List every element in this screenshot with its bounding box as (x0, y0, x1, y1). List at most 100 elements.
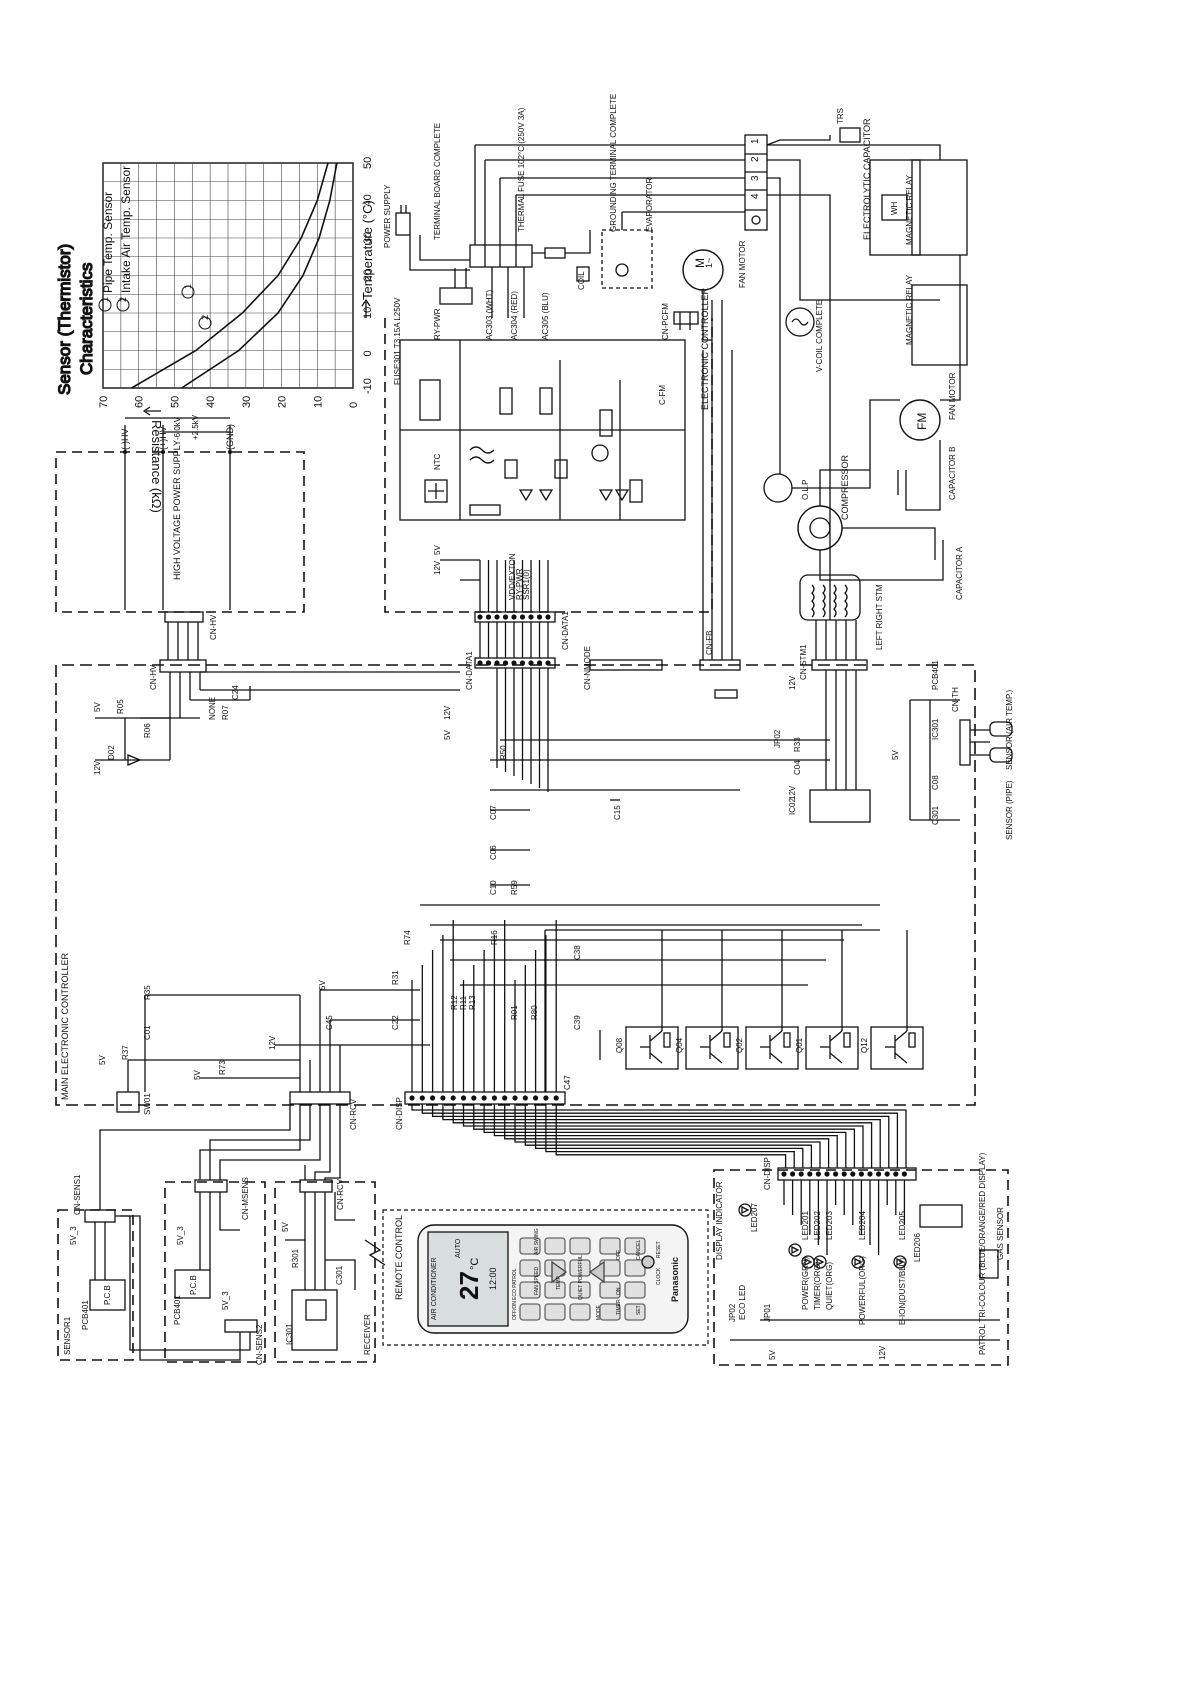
cn-fb (699, 659, 741, 671)
cn-sens2-label: CN-SENS2 (255, 1324, 264, 1365)
motor-m: M (693, 258, 707, 268)
display-indicator-block: DISPLAY INDICATOR CN-DISP ECO LED JP01 J… (713, 1152, 1009, 1366)
chart-title-line1: Sensor (Thermistor) (55, 244, 74, 395)
pin (485, 614, 492, 620)
olp-label: O.L.P (801, 480, 810, 500)
remote-button[interactable] (599, 1237, 621, 1255)
pin (485, 660, 492, 666)
remote-button[interactable] (624, 1259, 646, 1277)
magnetic-relay-2-label: MAGNETIC RELAY (905, 274, 914, 345)
remote-button[interactable] (519, 1237, 541, 1255)
quiet-org-label: QUIET(ORG) (825, 1262, 834, 1310)
sensor-blocks: SENSOR1 CN-SENS1 PCB401 P.C.B 5V_3 CN-MS… (57, 1104, 341, 1365)
led201-label: LED201 (801, 1211, 810, 1240)
pin (867, 1171, 873, 1177)
r12: R12 (450, 995, 459, 1010)
v-coil (785, 307, 815, 337)
v5-r73: 5V (193, 1070, 202, 1080)
remote-button-label: QUIET POWERFUL (578, 1255, 584, 1300)
chart-x-tick: 30 (362, 232, 374, 244)
capacitor-b (897, 470, 907, 495)
cn-hv-main-label: CN-HV (149, 664, 158, 690)
cn-sens1 (84, 1209, 116, 1223)
v-coil-label: V-COIL COMPLETE (815, 300, 824, 372)
remote-button[interactable] (569, 1237, 591, 1255)
fuse301 (419, 379, 441, 421)
capacitor-a-label: CAPACITOR A (955, 546, 964, 600)
ry-pwr-relay (439, 287, 473, 305)
r16: R16 (490, 930, 499, 945)
remote-button[interactable] (544, 1303, 566, 1321)
thermistor-section: CN-TH SENSOR (AIR TEMP.) SENSOR (PIPE) P… (891, 660, 1014, 840)
display-wire (483, 1104, 847, 1168)
remote-button-label: OFF/ON (512, 1301, 518, 1320)
chart-curves (131, 162, 338, 389)
sensor1-label: SENSOR1 (63, 1316, 72, 1355)
pin (511, 614, 517, 620)
magnetic-relay-1-label: MAGNETIC RELAY (905, 174, 914, 245)
r33: IC301 (931, 718, 940, 740)
remote-button[interactable] (599, 1303, 621, 1321)
cn-data1-section: CN-DATA1 CN-DATA1 VDD/EXTON RY-PWR SSR1(… (433, 350, 830, 801)
pin (471, 1095, 477, 1101)
remote-button[interactable] (544, 1237, 566, 1255)
remote-control-label: REMOTE CONTROL (394, 1215, 404, 1300)
cn-stm1 (811, 659, 868, 671)
chart-x-tick: 10 (362, 307, 374, 319)
powerful-org-label: POWERFUL(ORG) (858, 1256, 867, 1325)
c301-label: C301 (335, 1265, 344, 1285)
c-fm-label: C-FM (658, 385, 667, 405)
v5-receiver: 5V (281, 1222, 290, 1232)
display-wire (493, 1104, 838, 1168)
receiver-label: RECEIVER (363, 1314, 372, 1355)
receiver-block: RECEIVER CN-RCV IC301 R301 C301 5V (274, 1178, 386, 1363)
temp-up-button[interactable] (551, 1260, 568, 1284)
remote-button[interactable] (519, 1259, 541, 1277)
ntc-label: NTC (433, 453, 442, 470)
c15: C15 (613, 805, 622, 820)
compressor (797, 505, 843, 551)
pin (901, 1171, 908, 1177)
remote-button[interactable] (569, 1259, 591, 1277)
remote-button[interactable] (599, 1281, 621, 1299)
trs-label: TRS (836, 108, 845, 124)
transistor-box (870, 1026, 924, 1070)
cn-rcv-receiver (299, 1179, 333, 1193)
display-wire (421, 1104, 899, 1168)
c22: C22 (391, 1015, 400, 1030)
remote-button[interactable] (569, 1303, 591, 1321)
remote-button[interactable] (519, 1281, 541, 1299)
jp02-display-label: JP02 (728, 1303, 737, 1322)
remote-button-label: ECO PATROL (512, 1268, 518, 1300)
legend-pipe: Pipe Temp. Sensor (101, 192, 115, 293)
legend-mark-2-text: 2 (118, 297, 128, 302)
temp-down-button[interactable] (588, 1260, 605, 1284)
magnetic-relay-1 (911, 159, 968, 256)
display-wire (534, 1104, 804, 1168)
hv-power-supply-block: HIGH VOLTAGE POWER SUPPLY (-)HV (+)HV (G… (55, 414, 305, 613)
cn-nmode-label: CN-NMODE (583, 646, 592, 690)
remote-button[interactable] (569, 1281, 591, 1299)
pcb401-label-a: PCB401 (81, 1300, 90, 1330)
capacitor-b-label: CAPACITOR B (948, 447, 957, 501)
pcb-label-a: P.C.B (103, 1285, 112, 1305)
v5-data: 5V (433, 545, 442, 555)
remote-button[interactable] (544, 1281, 566, 1299)
stm-coil (811, 584, 815, 618)
remote-button[interactable] (519, 1303, 541, 1321)
r37: R37 (121, 1045, 130, 1060)
remote-button[interactable] (624, 1303, 646, 1321)
pin (536, 660, 543, 666)
remote-button[interactable] (624, 1281, 646, 1299)
r11: R11 (459, 995, 468, 1010)
transistor-label: Q02 (735, 1037, 744, 1053)
pin (884, 1171, 890, 1177)
jp01-label: JP01 (763, 1303, 772, 1322)
remote-button[interactable] (624, 1237, 646, 1255)
cn-rcv-label-receiver: CN-RCV (336, 1178, 345, 1210)
bridge-rectifier (424, 479, 448, 503)
display-wire (411, 1104, 907, 1168)
led204-label: LED204 (858, 1211, 867, 1240)
transistor-box (685, 1026, 739, 1070)
display-wire (442, 1104, 881, 1168)
